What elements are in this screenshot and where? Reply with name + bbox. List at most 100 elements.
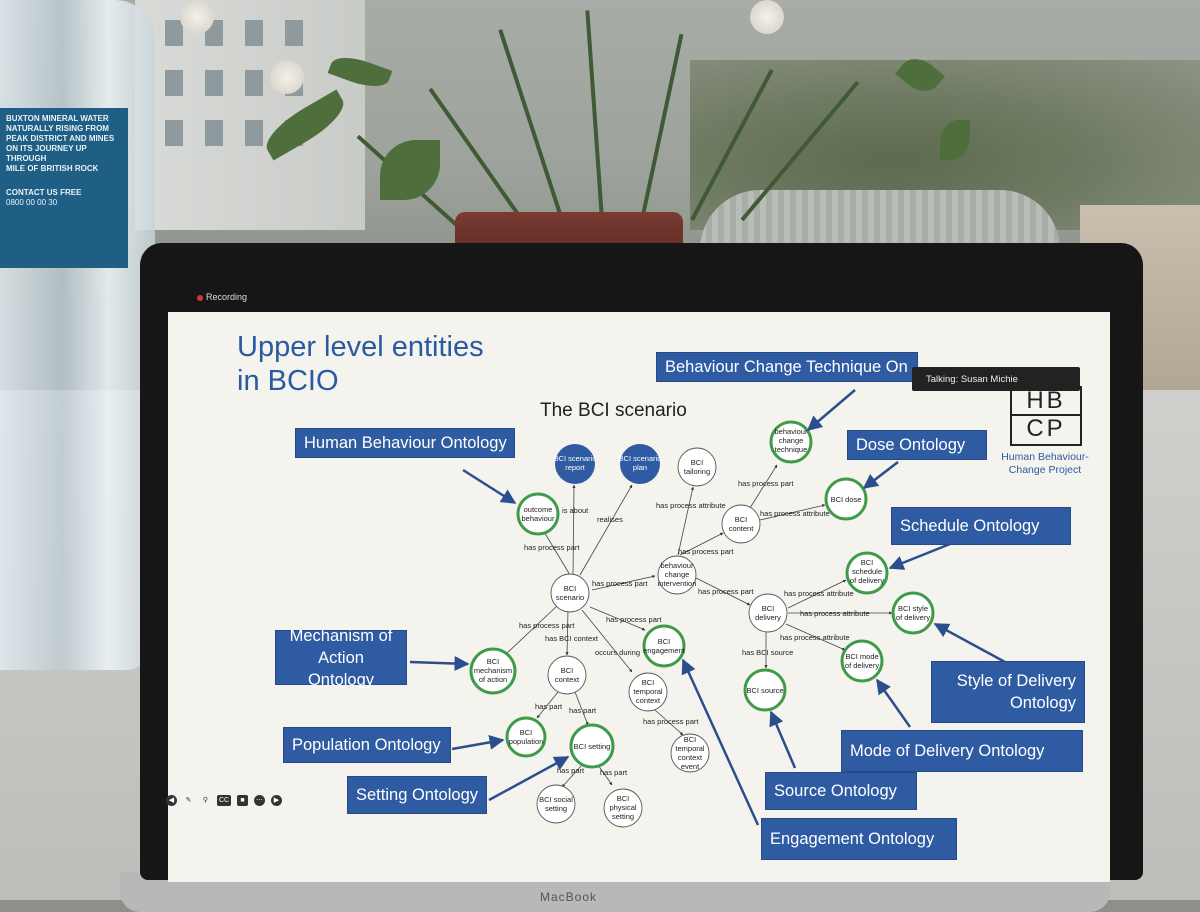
edge-label: has process attribute bbox=[656, 501, 726, 510]
more-icon[interactable]: ⋯ bbox=[254, 794, 265, 806]
bct-ontology-label: Behaviour Change Technique On bbox=[656, 352, 918, 382]
bottle-line: BUXTON MINERAL WATER bbox=[6, 114, 109, 123]
edge-labels: is about realises has process part has p… bbox=[519, 479, 870, 777]
node-label: outcome bbox=[524, 505, 553, 514]
slide-title-line: Upper level entities bbox=[237, 331, 484, 363]
node-bci-mode-of-delivery bbox=[840, 639, 884, 683]
node-label: BCI dose bbox=[831, 495, 862, 504]
node-label: behaviour bbox=[661, 561, 694, 570]
node-bci-population bbox=[505, 716, 547, 758]
camera-icon[interactable]: ■ bbox=[237, 794, 248, 806]
edge-label: is about bbox=[562, 506, 589, 515]
bottle-line: MILE OF BRITISH ROCK bbox=[6, 164, 99, 173]
setting-ontology-label: Setting Ontology bbox=[347, 776, 487, 814]
ontology-arrow bbox=[451, 734, 505, 751]
node-label: BCI social bbox=[539, 795, 573, 804]
source-ontology-label: Source Ontology bbox=[765, 772, 917, 810]
node-bci-tailoring bbox=[677, 447, 717, 487]
edge-label: occurs during bbox=[595, 648, 640, 657]
edge-label: has process part bbox=[738, 479, 794, 488]
node-label: engagement bbox=[643, 646, 686, 655]
node-label: temporal bbox=[633, 687, 663, 696]
human-behaviour-ontology-label: Human Behaviour Ontology bbox=[295, 428, 515, 458]
node-label: mechanism bbox=[474, 666, 512, 675]
search-icon[interactable]: ⚲ bbox=[202, 797, 209, 804]
node-label: report bbox=[565, 463, 586, 472]
edge-label: has process part bbox=[698, 587, 754, 596]
edge-line bbox=[574, 691, 589, 726]
edge-line bbox=[565, 609, 569, 656]
node-label: BCI bbox=[487, 657, 500, 666]
onto-line: Style of Delivery bbox=[956, 672, 1076, 690]
presentation-slide bbox=[168, 312, 1110, 882]
edge-label: realises bbox=[597, 515, 623, 524]
node-label: BCI bbox=[735, 515, 748, 524]
node-behaviour-change-intervention bbox=[657, 555, 697, 595]
bottle-contact: CONTACT US FREE bbox=[6, 188, 82, 197]
back-arrow-icon[interactable]: ◀ bbox=[166, 794, 177, 806]
edge-line bbox=[504, 604, 559, 656]
edge-label: has part bbox=[569, 706, 597, 715]
node-bci-context bbox=[547, 655, 587, 695]
edge-label: has part bbox=[535, 702, 563, 711]
captions-icon[interactable]: CC bbox=[217, 794, 231, 806]
ontology-arrow bbox=[462, 468, 517, 505]
node-label: BCI bbox=[564, 584, 577, 593]
node-bci-temporal-context-event bbox=[670, 733, 710, 773]
slide-title: Upper level entities in BCIO bbox=[237, 330, 537, 398]
bottle-line: NATURALLY RISING FROM bbox=[6, 124, 109, 133]
node-label: setting bbox=[612, 812, 634, 821]
next-arrow-icon[interactable]: ▶ bbox=[271, 794, 282, 806]
edge-line bbox=[597, 764, 613, 786]
node-label: of delivery bbox=[845, 661, 879, 670]
node-label: intervention bbox=[658, 579, 697, 588]
edge-line bbox=[787, 579, 847, 609]
pen-icon[interactable]: ✎ bbox=[185, 797, 192, 804]
edge-line bbox=[536, 691, 559, 719]
node-label: BCI source bbox=[746, 686, 783, 695]
node-bci-delivery bbox=[748, 593, 788, 633]
ontology-arrow bbox=[681, 658, 760, 826]
slide-subtitle: The BCI scenario bbox=[540, 400, 687, 421]
node-bci-source bbox=[743, 668, 787, 712]
diagram-nodes: BCI scenario report BCI scenario plan bbox=[469, 420, 935, 828]
node-label: temporal bbox=[675, 744, 705, 753]
node-label: BCI bbox=[520, 728, 533, 737]
edge-label: has process part bbox=[643, 717, 699, 726]
node-bci-schedule-of-delivery bbox=[845, 551, 889, 595]
node-bci-temporal-context bbox=[628, 672, 668, 712]
node-label: BCI scenario bbox=[554, 454, 597, 463]
node-label: event bbox=[681, 762, 700, 771]
bottle-line: ON ITS JOURNEY UP THROUGH bbox=[6, 144, 87, 163]
node-label: BCI mode bbox=[845, 652, 878, 661]
ontology-arrows bbox=[409, 389, 1006, 826]
node-label: BCI bbox=[642, 678, 655, 687]
edge-line bbox=[591, 575, 656, 591]
logo-line: CP bbox=[1012, 414, 1080, 442]
recording-dot-icon bbox=[197, 294, 203, 301]
population-ontology-label: Population Ontology bbox=[283, 727, 451, 763]
edge-label: has process attribute bbox=[760, 509, 830, 518]
ontology-arrow bbox=[933, 622, 1006, 664]
edge-line bbox=[589, 606, 646, 631]
edge-label: has process part bbox=[606, 615, 662, 624]
ontology-arrow bbox=[769, 710, 797, 769]
edge-label: has part bbox=[600, 768, 628, 777]
node-behaviour-change-technique bbox=[769, 420, 813, 464]
talking-indicator: Talking: Susan Michie bbox=[912, 367, 1080, 391]
node-label: physical bbox=[609, 803, 636, 812]
node-label: scenario bbox=[556, 593, 584, 602]
edge-line bbox=[695, 577, 751, 606]
presentation-toolbar: ◀ ✎ ⚲ CC ■ ⋯ ▶ bbox=[166, 792, 282, 808]
bottle-line: PEAK DISTRICT AND MINES bbox=[6, 134, 115, 143]
node-label: BCI bbox=[617, 794, 630, 803]
node-label: behaviour bbox=[775, 427, 808, 436]
node-label: population bbox=[509, 737, 544, 746]
onto-line: Action Ontology bbox=[307, 648, 375, 689]
node-label: of delivery bbox=[896, 613, 930, 622]
diagram-edges bbox=[504, 464, 893, 788]
node-label: of action bbox=[479, 675, 507, 684]
edge-line bbox=[785, 623, 846, 651]
slide-title-line: in BCIO bbox=[237, 365, 339, 397]
